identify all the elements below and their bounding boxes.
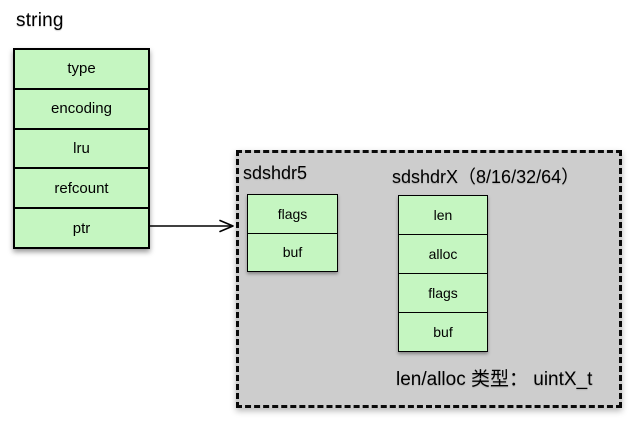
sdshdr5-heading: sdshdr5	[243, 163, 308, 183]
object-table-cell-lru: lru	[15, 127, 148, 168]
sdshdrx-table: len alloc flags buf	[398, 195, 488, 352]
sdshdr5-cell-flags: flags	[277, 205, 308, 222]
object-table-cell-type: type	[67, 60, 96, 78]
sdshdrx-cell-buf: buf	[399, 312, 487, 351]
sdshdrx-cell-len: len	[433, 207, 453, 223]
sdshdr5-cell-buf: buf	[248, 232, 337, 272]
string-object-table: type encoding lru refcount ptr	[13, 48, 150, 249]
pointer-arrow-icon	[150, 219, 234, 233]
sdshdrx-heading: sdshdrX（8/16/32/64）	[392, 167, 580, 187]
sdshdr5-table: flags buf	[247, 194, 338, 272]
object-table-cell-refcount: refcount	[15, 167, 148, 207]
object-table-cell-ptr: ptr	[15, 207, 148, 247]
object-table-cell-encoding: encoding	[15, 87, 148, 128]
diagram-title: string	[16, 10, 64, 31]
sdshdrx-cell-flags: flags	[399, 273, 487, 312]
len-alloc-type-footnote: len/alloc 类型： uintX_t	[396, 369, 593, 390]
sdshdrx-cell-alloc: alloc	[399, 234, 487, 273]
